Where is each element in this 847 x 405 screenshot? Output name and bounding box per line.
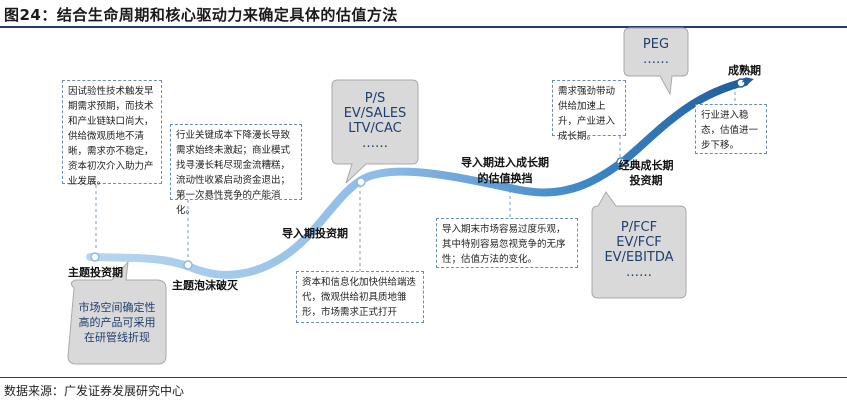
bottom-rule: [0, 377, 847, 378]
stage-mature: 成熟期: [728, 64, 761, 77]
bubble-pipeline-dcf: 市场空间确定性高的产品可采用在研管线折现: [78, 301, 156, 344]
bubble-ps-line-4: ……: [362, 136, 388, 151]
note-growth-phase: 需求强劲带动供给加速上升，产业进入成长期。: [552, 80, 626, 142]
note-intro-phase: 因试验性技术触发早期需求预期，而技术和产业链缺口尚大，供给微观质地不清晰，需求亦…: [62, 80, 162, 187]
stage-points: [90, 78, 746, 270]
stage-theme-investment: 主题投资期: [68, 266, 123, 279]
bubble-peg-group: PEG ……: [624, 37, 688, 67]
top-rule: [0, 26, 847, 28]
figure-title: 图24：结合生命周期和核心驱动力来确定具体的估值方法: [4, 6, 398, 24]
bubble-shape-b3: [623, 27, 689, 96]
bubble-ps-line-1: P/S: [364, 91, 386, 106]
data-source: 数据来源：广发证券发展研究中心: [4, 384, 185, 398]
stage-import-investment: 导入期投资期: [282, 227, 348, 240]
curve-arrow-head: [741, 77, 754, 85]
gray-bubbles: [67, 27, 689, 365]
bubble-shape-b1: [67, 260, 167, 365]
stage-theme-bubble-burst: 主题泡沫破灭: [172, 279, 238, 292]
bubble-fcf-line-2: EV/FCF: [616, 235, 662, 250]
note-bubble-burst: 行业关键成本下降漫长导致需求始终未激起；商业模式找寻漫长耗尽现金流糟糕，流动性收…: [170, 124, 302, 216]
bubble-ps-line-2: EV/SALES: [343, 106, 407, 121]
stage-classic-growth: 经典成长期投资期: [618, 159, 674, 187]
bubble-fcf-line-1: P/FCF: [620, 220, 658, 235]
bubble-fcf-group: P/FCF EV/FCF EV/EBITDA ……: [592, 220, 686, 280]
stage-import-to-growth: 导入期进入成长期的估值换挡: [461, 156, 549, 185]
bubble-ps-line-3: LTV/CAC: [348, 121, 402, 136]
note-mature-phase: 行业进入稳态，估值进一步下移。: [695, 104, 767, 154]
bubble-peg-line-1: PEG: [642, 37, 670, 52]
bubble-fcf-line-3: EV/EBITDA: [604, 250, 674, 265]
bubble-shape-b2: [331, 79, 419, 184]
note-valuation-shift: 导入期末市场容易过度乐观，其中特别容易忽视竞争的无序性；估值方法的变化。: [436, 218, 578, 268]
note-import-phase: 资本和信息化加快供给端迭代，微观供给初具质地雏形，市场需求正式打开: [296, 271, 424, 323]
bubble-fcf-line-4: ……: [626, 265, 652, 280]
bubble-shape-b4: [591, 191, 687, 299]
bubble-ps-group: P/S EV/SALES LTV/CAC ……: [332, 91, 418, 151]
bubble-peg-line-2: ……: [643, 52, 669, 67]
